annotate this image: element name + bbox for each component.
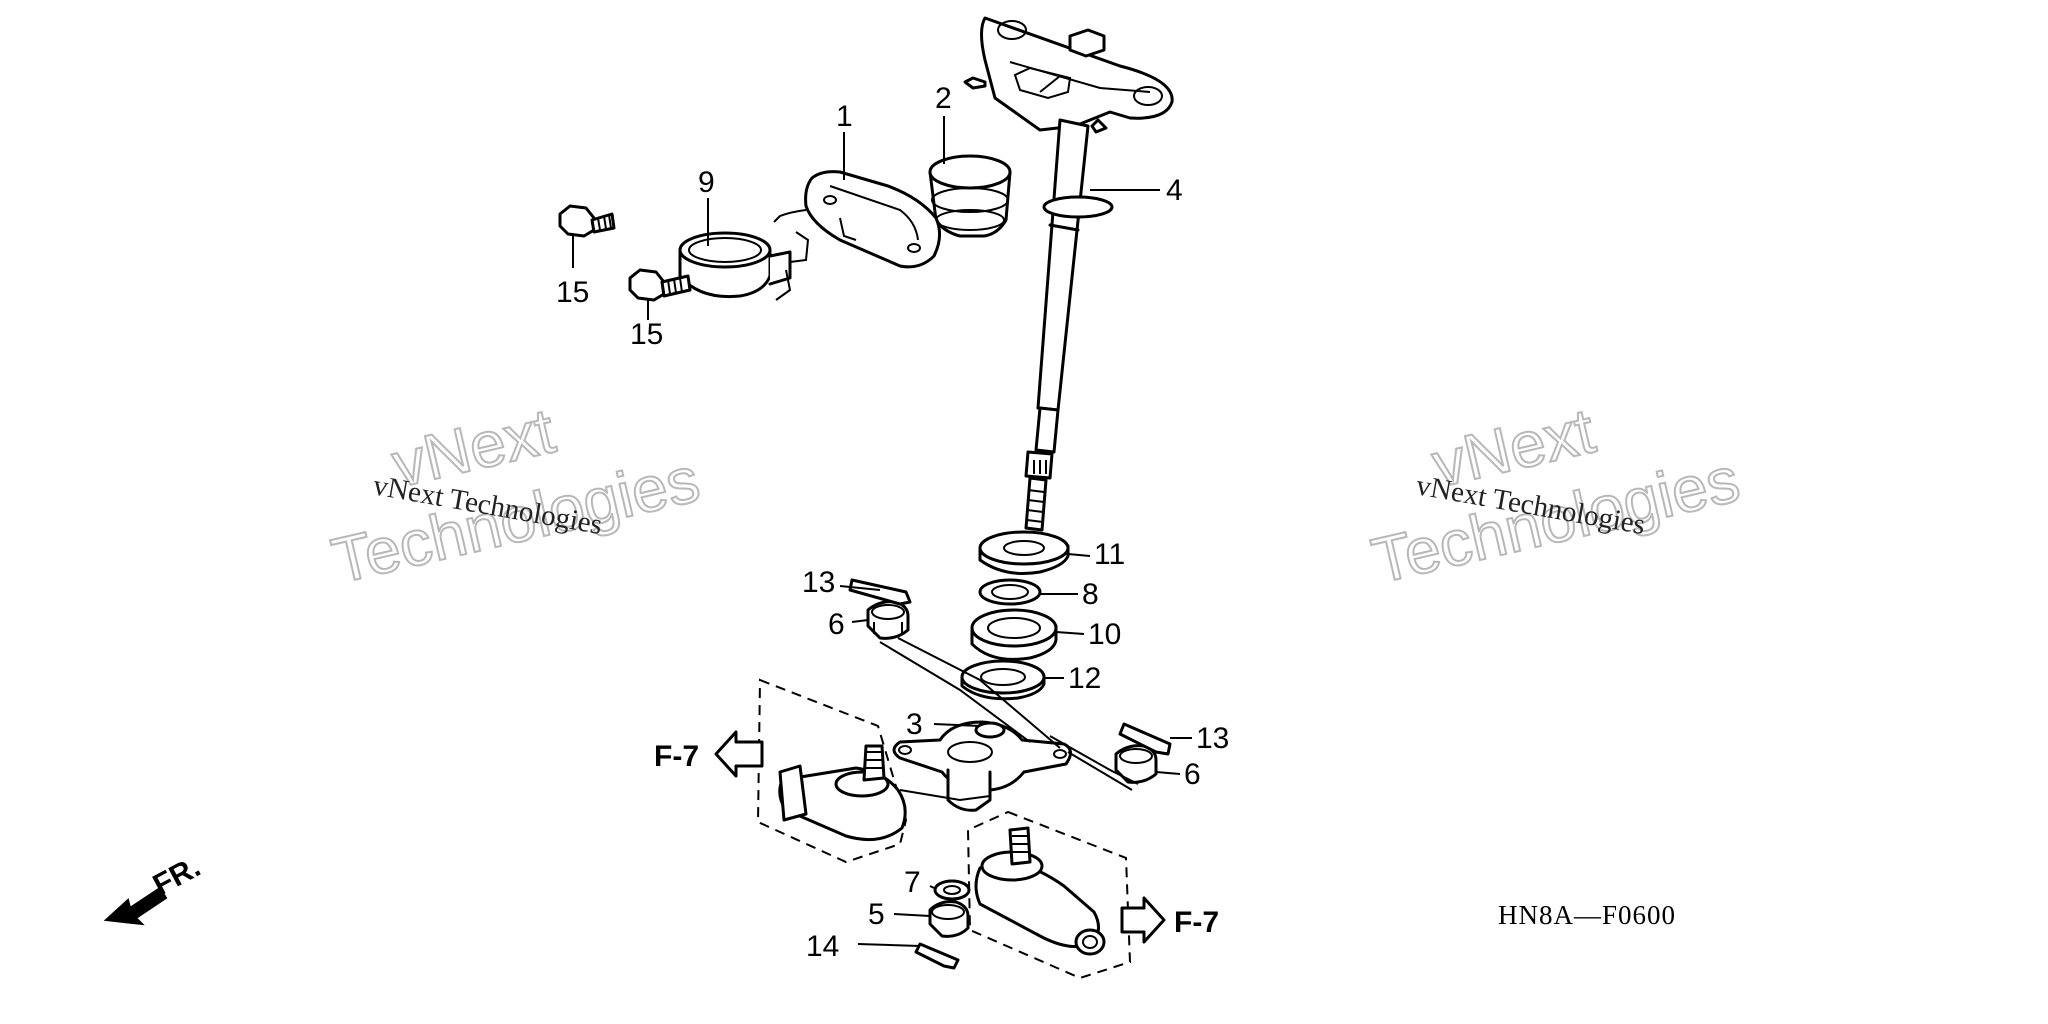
tie-rod-end-left bbox=[756, 678, 908, 864]
callout-13-left: 13 bbox=[802, 566, 835, 599]
callout-13-right: 13 bbox=[1196, 722, 1229, 755]
diagram-code: HN8A—F0600 bbox=[1498, 900, 1676, 930]
tie-rod-end-right bbox=[966, 810, 1132, 980]
watermark-right: vNext Technologies bbox=[1365, 393, 1747, 598]
washer-7-part bbox=[933, 879, 971, 901]
callout-10: 10 bbox=[1088, 618, 1121, 651]
holder-part bbox=[773, 170, 941, 269]
callout-11: 11 bbox=[1094, 538, 1125, 571]
steering-shaft-part bbox=[963, 16, 1174, 532]
reference-arrow-left: F-7 bbox=[654, 730, 764, 778]
callout-12: 12 bbox=[1068, 662, 1101, 695]
clamp-part bbox=[678, 231, 810, 301]
callout-9: 9 bbox=[698, 166, 715, 199]
bolt-upper-part bbox=[558, 204, 616, 238]
castle-nut-5-part bbox=[928, 900, 970, 938]
front-arrow-icon bbox=[103, 886, 168, 926]
callout-3: 3 bbox=[906, 708, 923, 741]
callout-8: 8 bbox=[1082, 578, 1099, 611]
callout-15-upper: 15 bbox=[556, 276, 589, 309]
callout-7: 7 bbox=[904, 866, 921, 899]
callout-15-lower: 15 bbox=[630, 318, 663, 351]
reference-label-right: F-7 bbox=[1174, 906, 1219, 939]
bolt-lower-part bbox=[628, 268, 692, 302]
cotter-pin-13-right-part bbox=[1118, 722, 1172, 756]
callout-4: 4 bbox=[1166, 174, 1183, 207]
callout-1: 1 bbox=[836, 100, 853, 133]
bearing-11-part bbox=[978, 530, 1070, 575]
seal-12-part bbox=[960, 659, 1046, 701]
bushing-part bbox=[928, 154, 1012, 238]
washer-8-part bbox=[978, 578, 1042, 606]
leader-lines bbox=[572, 116, 1192, 947]
callout-numbers: 1 2 3 4 5 6 6 7 8 9 10 11 12 13 13 14 15… bbox=[556, 82, 1229, 963]
castle-nut-6-left-part bbox=[866, 600, 910, 640]
cotter-pin-14-part bbox=[914, 942, 960, 970]
watermark-left: vNext Technologies bbox=[325, 393, 707, 598]
cotter-pin-13-left-part bbox=[848, 578, 912, 606]
callout-14: 14 bbox=[806, 930, 839, 963]
bearing-10-part bbox=[970, 608, 1058, 661]
reference-arrow-right: F-7 bbox=[1120, 896, 1219, 944]
callout-6-right: 6 bbox=[1184, 758, 1201, 791]
callout-2: 2 bbox=[935, 82, 952, 115]
callout-5: 5 bbox=[868, 898, 885, 931]
reference-label-left: F-7 bbox=[654, 740, 699, 773]
front-direction-indicator: FR. bbox=[103, 850, 206, 926]
callout-6-left: 6 bbox=[828, 608, 845, 641]
